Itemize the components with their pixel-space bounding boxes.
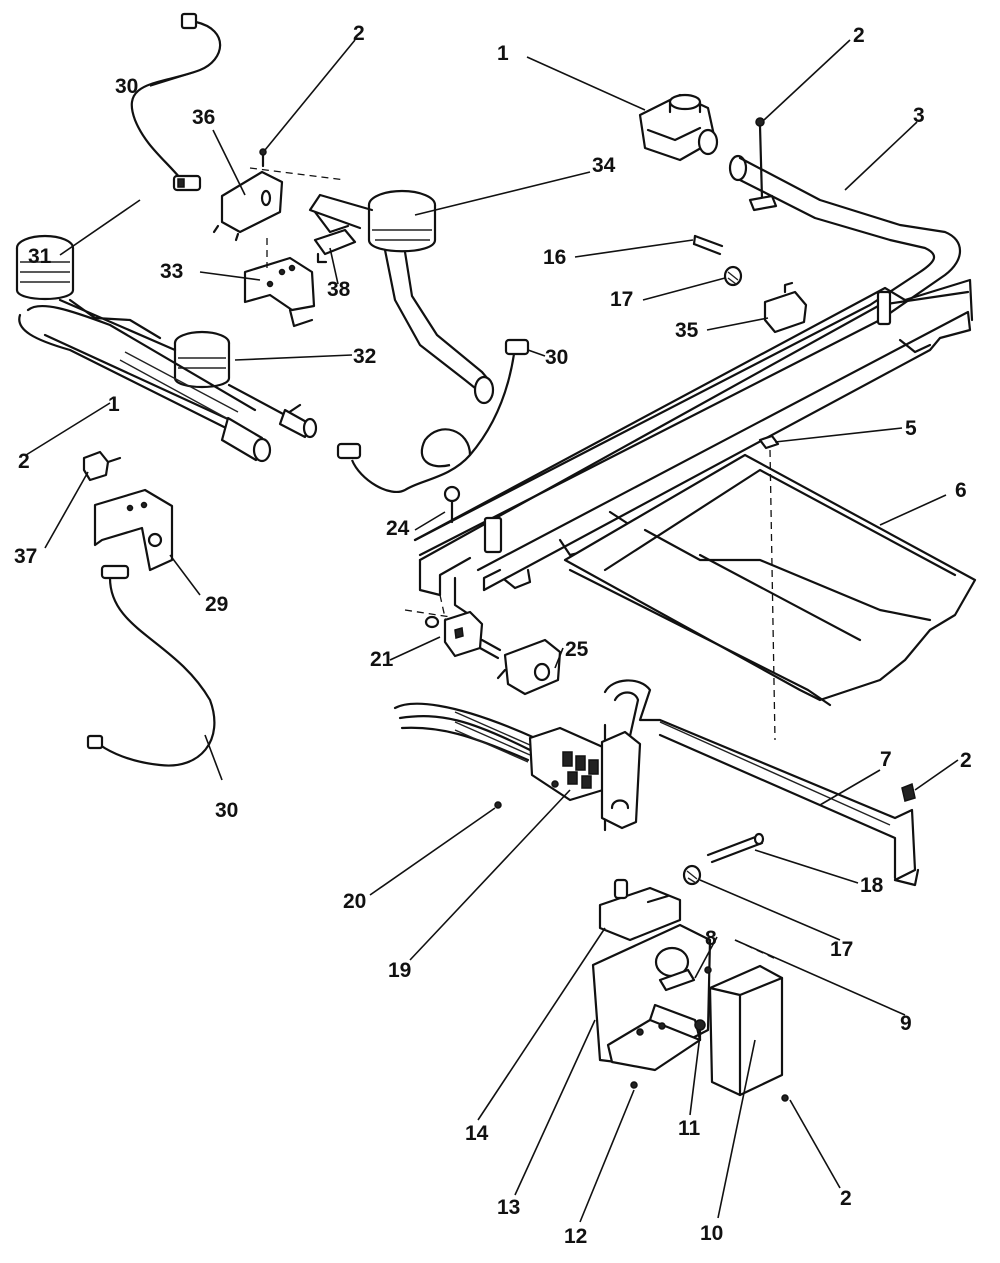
valve-1 [638, 93, 719, 162]
screw-2-top-right [748, 117, 778, 212]
orifice-17-top [723, 265, 743, 287]
mounting-plate-13 [591, 923, 712, 1072]
label-29: 29 [205, 593, 228, 616]
label-35: 35 [675, 319, 699, 342]
manifold-3 [413, 154, 961, 557]
label-2-right: 2 [960, 749, 972, 772]
label-31: 31 [28, 245, 52, 268]
screw-9 [704, 966, 712, 974]
pan-6 [563, 453, 977, 707]
ignition-module-19 [393, 702, 607, 802]
screw-24 [443, 485, 461, 524]
label-19: 19 [388, 959, 411, 982]
label-2-top-mid: 2 [353, 22, 365, 45]
label-8: 8 [705, 927, 717, 950]
valve-21 [424, 610, 502, 660]
bracket-36 [212, 170, 284, 242]
screw-5 [758, 434, 780, 450]
bracket-33 [243, 256, 316, 328]
label-9: 9 [900, 1012, 912, 1035]
label-37: 37 [14, 545, 37, 568]
label-30-top: 30 [115, 75, 138, 98]
screw-2-right [901, 782, 916, 802]
label-17-bottom: 17 [830, 938, 853, 961]
switch-14 [598, 878, 682, 942]
label-33: 33 [160, 260, 183, 283]
label-21: 21 [370, 648, 394, 671]
label-2-bottom: 2 [840, 1187, 852, 1210]
label-6: 6 [955, 479, 967, 502]
label-16: 16 [543, 246, 566, 269]
screw-20 [494, 801, 502, 809]
orifice-tube-16 [692, 234, 724, 256]
bracket-38 [313, 228, 357, 264]
label-2-left: 2 [18, 450, 30, 473]
burner-34 [308, 189, 495, 405]
label-11: 11 [678, 1117, 701, 1140]
clip-37 [82, 450, 122, 482]
label-30-bottom: 30 [215, 799, 238, 822]
screw-2-top [259, 148, 267, 168]
left-burner-tube [18, 298, 318, 463]
burner-31 [15, 234, 75, 300]
label-36: 36 [192, 106, 215, 129]
label-20: 20 [343, 890, 366, 913]
igniter-wire-top [130, 12, 222, 192]
label-12: 12 [564, 1225, 587, 1248]
label-30-mid: 30 [545, 346, 568, 369]
igniter-wire-bottom [86, 564, 216, 767]
label-3: 3 [913, 104, 925, 127]
screw-2-bottom [781, 1094, 789, 1102]
label-10: 10 [700, 1222, 723, 1245]
bracket-29 [93, 488, 174, 572]
orifice-tube-18 [706, 832, 765, 864]
bracket-7 [600, 679, 920, 887]
cover-box-10 [708, 964, 784, 1097]
label-1-burner: 1 [108, 393, 120, 416]
screw-12 [630, 1081, 638, 1089]
callout-labels: 1 2 2 3 34 36 30 31 33 38 32 30 16 17 35… [14, 22, 972, 1248]
igniter-wire-mid [336, 338, 530, 493]
label-34: 34 [592, 154, 616, 177]
label-2-top-right: 2 [853, 24, 865, 47]
orifice-17-bottom [682, 864, 702, 886]
label-13: 13 [497, 1196, 520, 1219]
label-32: 32 [353, 345, 376, 368]
label-17-top: 17 [610, 288, 633, 311]
label-5: 5 [905, 417, 917, 440]
label-7: 7 [880, 748, 892, 771]
leader-lines [25, 39, 959, 1223]
valve-35 [763, 281, 808, 334]
label-38: 38 [327, 278, 351, 301]
clip-8 [658, 968, 696, 992]
label-25: 25 [565, 638, 589, 661]
label-24: 24 [386, 517, 410, 540]
igniter-25 [496, 638, 562, 696]
label-1-valve: 1 [497, 42, 509, 65]
label-14: 14 [465, 1122, 489, 1145]
label-18: 18 [860, 874, 884, 897]
